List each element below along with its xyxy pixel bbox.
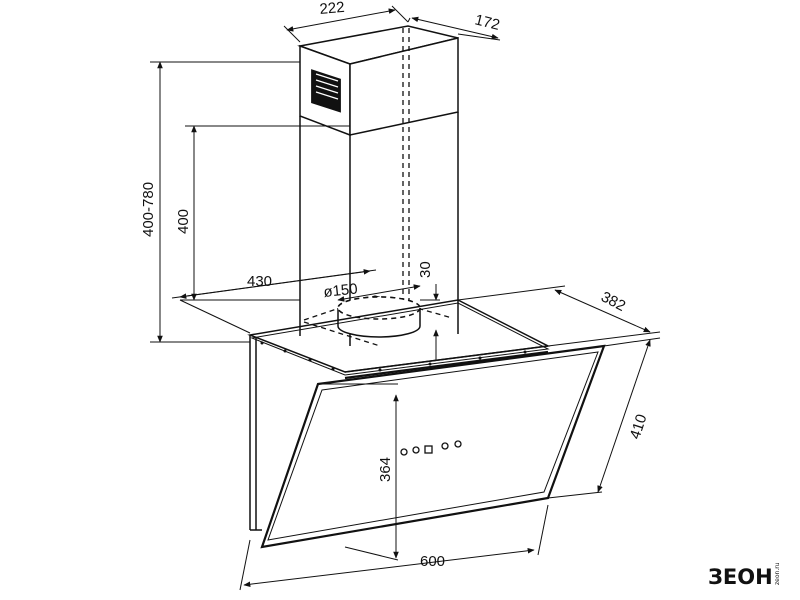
dim-222: 222 [319,0,345,18]
dim-364: 364 [377,457,394,482]
brand-tagline: zeon.ru [774,562,781,585]
dim-150: ø150 [323,280,359,300]
outlet-collar [337,296,421,338]
dim-410: 410 [627,412,651,441]
back-panel [249,335,262,531]
dim-172: 172 [473,11,501,34]
brand-logo: ЗЕОН zeon.ru [708,562,781,589]
dim-430: 430 [247,273,272,290]
screw-dots [260,341,527,372]
vent-grille [311,69,341,113]
control-buttons [400,440,462,456]
dim-30: 30 [417,261,434,278]
dim-400: 400 [175,209,192,234]
dim-600: 600 [420,553,445,570]
brand-name: ЗЕОН [708,565,773,589]
dimension-lines [150,5,661,591]
glass-panel [260,344,606,549]
dim-400-780: 400-780 [140,182,157,237]
